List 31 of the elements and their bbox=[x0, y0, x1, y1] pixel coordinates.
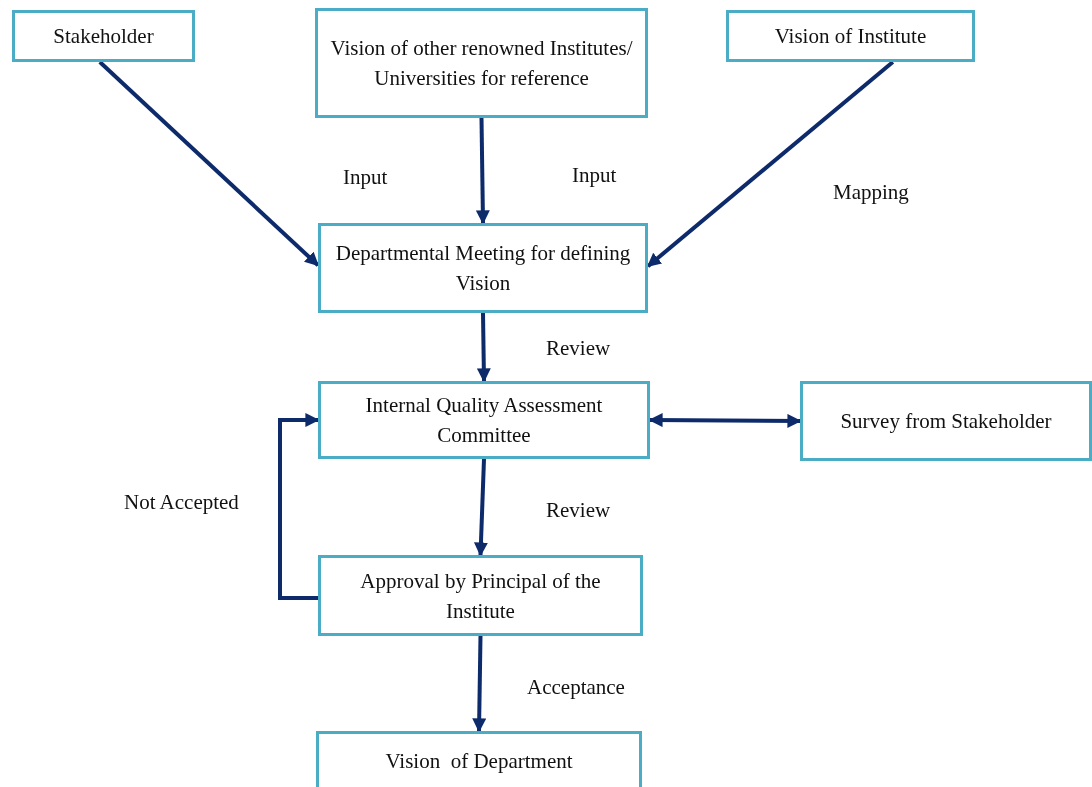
edge-label: Acceptance bbox=[527, 675, 625, 700]
process-box bbox=[726, 10, 975, 62]
edge-label: Input bbox=[343, 165, 388, 190]
box-label: Stakeholder bbox=[53, 23, 154, 50]
edge-label: Review bbox=[546, 336, 611, 361]
edge-label: Mapping bbox=[833, 180, 909, 205]
process-box bbox=[12, 10, 195, 62]
arrow bbox=[98, 60, 320, 267]
box-label: Vision of Institute bbox=[774, 23, 927, 50]
edge-label: Input bbox=[572, 163, 617, 188]
edge-label: Not Accepted bbox=[124, 490, 239, 515]
box-label: Vision of Department bbox=[385, 748, 573, 775]
process-box bbox=[800, 381, 1092, 461]
arrow bbox=[473, 458, 488, 557]
arrow bbox=[646, 60, 895, 268]
arrow bbox=[648, 413, 802, 428]
process-box bbox=[316, 731, 642, 787]
arrow bbox=[476, 312, 491, 383]
process-box bbox=[318, 223, 648, 313]
process-box bbox=[315, 8, 648, 118]
box-label: Departmental Meeting for defining Vision bbox=[334, 240, 632, 297]
box-label: Approval by Principal of the Institute bbox=[359, 567, 602, 625]
box-label: Survey from Stakeholder bbox=[840, 408, 1052, 435]
box-label: Internal Quality Assessment Committee bbox=[364, 392, 604, 449]
arrow bbox=[475, 117, 490, 225]
arrow bbox=[472, 635, 487, 733]
process-box bbox=[318, 555, 643, 636]
arrow bbox=[278, 413, 320, 600]
box-label: Vision of other renowned Institutes/ Universities for reference bbox=[329, 35, 634, 92]
edge-label: Review bbox=[546, 498, 611, 523]
process-box bbox=[318, 381, 650, 459]
